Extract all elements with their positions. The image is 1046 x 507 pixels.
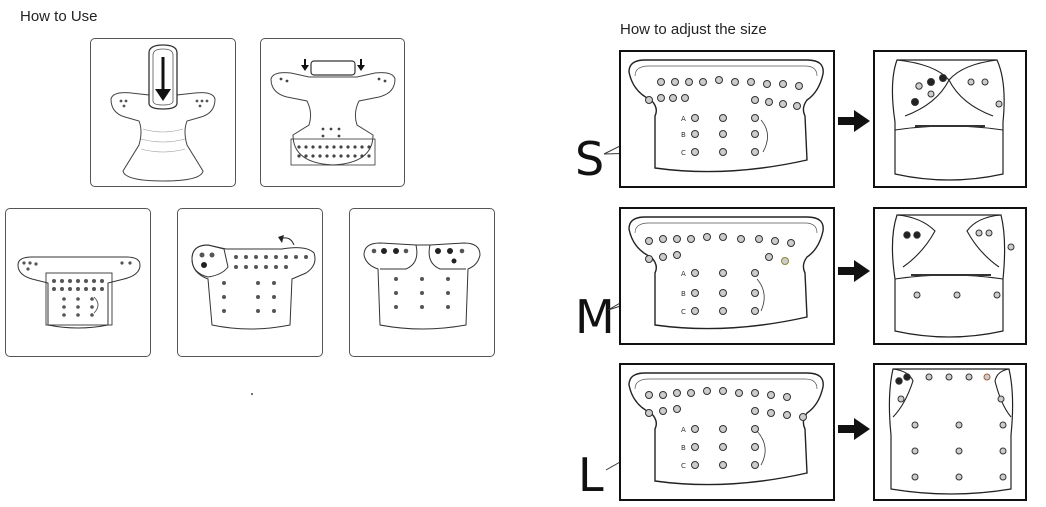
adjust-size-title: How to adjust the size: [620, 21, 767, 38]
size-s-open-diaper: A B C: [619, 50, 835, 188]
size-m-arrow-icon: [838, 260, 870, 282]
snap-label-b: B: [681, 444, 686, 452]
snap-label-a: A: [681, 115, 686, 123]
size-label-m: M: [575, 290, 615, 344]
snap-label-a: A: [681, 270, 686, 278]
snap-label-a: A: [681, 426, 686, 434]
snap-label-b: B: [681, 131, 686, 139]
size-l-open-diaper: A B C: [619, 363, 835, 501]
size-label-l: L: [578, 448, 604, 502]
snap-label-c: C: [681, 149, 686, 157]
open-diaper-illustration: A B C: [628, 59, 824, 173]
open-diaper-illustration: A B C: [628, 216, 824, 330]
size-l-arrow-icon: [838, 418, 870, 440]
how-to-use-title: How to Use: [20, 8, 98, 25]
size-m-open-diaper: A B C: [619, 207, 835, 345]
fold-wing-illustration: [191, 235, 316, 330]
size-m-closed-diaper: [873, 207, 1027, 345]
step-lay-flat-panel: [5, 208, 151, 357]
stray-dot: [251, 393, 253, 395]
size-s-closed-diaper: [873, 50, 1027, 188]
step-fold-wing-panel: [177, 208, 323, 357]
step-snap-closed-panel: [349, 208, 495, 357]
step-fold-waist-panel: [260, 38, 405, 187]
closed-diaper-large-illustration: [888, 368, 1014, 495]
snap-label-c: C: [681, 308, 686, 316]
snap-closed-illustration: [363, 242, 481, 330]
size-l-closed-diaper: [873, 363, 1027, 501]
insert-pad-illustration: [110, 44, 216, 182]
lay-flat-illustration: [17, 256, 141, 329]
snap-label-b: B: [681, 290, 686, 298]
size-label-s: S: [575, 132, 605, 186]
closed-diaper-medium-illustration: [891, 214, 1015, 338]
open-diaper-illustration: A B C: [628, 372, 824, 486]
closed-diaper-small-illustration: [891, 59, 1005, 181]
fold-waist-illustration: [270, 59, 396, 166]
size-s-arrow-icon: [838, 110, 870, 132]
snap-label-c: C: [681, 462, 686, 470]
step-insert-pad-panel: [90, 38, 236, 187]
